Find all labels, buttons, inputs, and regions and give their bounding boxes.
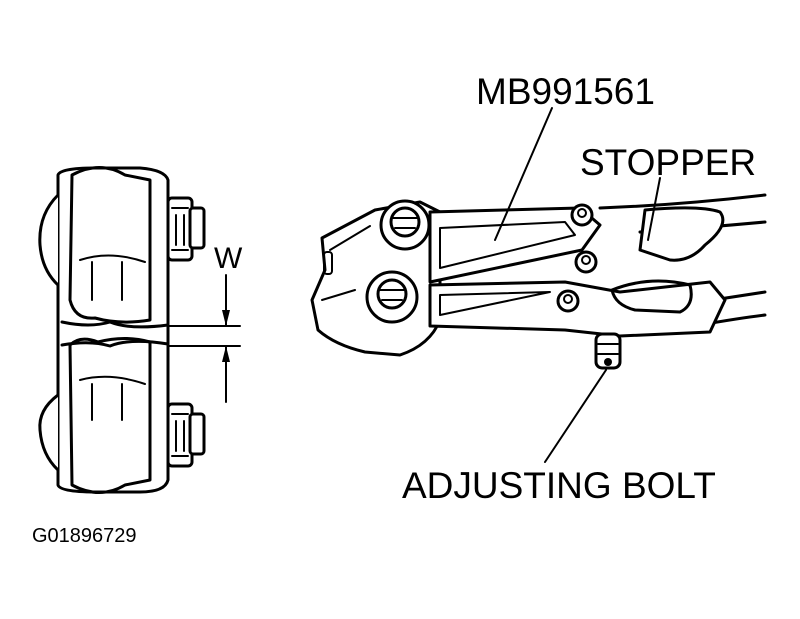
upper-inner-contour: [68, 166, 152, 324]
figure-id: G01896729: [32, 525, 137, 547]
stopper-label: STOPPER: [580, 142, 756, 183]
upper-nut: [166, 196, 206, 262]
stopper-leader: [647, 177, 661, 241]
lower-left-rim: [38, 393, 60, 472]
upper-pivot-bolt: [379, 199, 431, 251]
adjusting-bolt-leader: [544, 369, 607, 463]
adjusting-bolt-label: ADJUSTING BOLT: [402, 465, 716, 506]
lower-inner-contour: [68, 337, 152, 494]
boot-body-outline: [56, 166, 170, 494]
w-dimension-label: W: [214, 242, 243, 275]
upper-left-rim: [38, 193, 60, 287]
gap-band: [60, 320, 170, 348]
lower-pivot-bolt: [365, 270, 419, 324]
tool-number-label: MB991561: [476, 71, 655, 112]
w-dimension: W: [167, 242, 243, 403]
handle-yoke: [638, 206, 725, 262]
lower-arm-slot: [439, 291, 551, 316]
lower-arm: [428, 280, 727, 338]
w-arrow-heads: [222, 310, 230, 362]
upper-arm-slot: [439, 221, 576, 269]
small-bolts: [556, 203, 598, 313]
tool-number-leader: [494, 107, 553, 241]
special-tool: [310, 193, 767, 370]
adjusting-bolt: [594, 332, 622, 370]
boot-side-view: [38, 166, 206, 494]
lower-nut: [166, 402, 206, 468]
stopper-window: [610, 279, 693, 314]
w-extension-lines: [167, 325, 241, 347]
